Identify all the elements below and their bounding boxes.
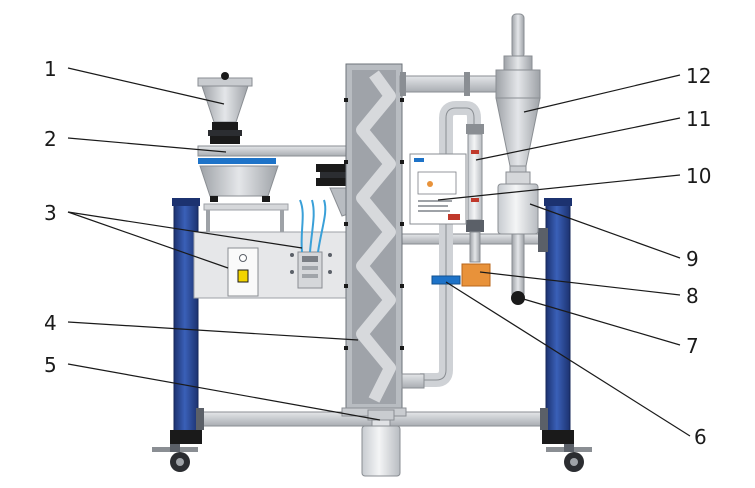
feeder-blue-strip [198, 158, 276, 164]
feeder-stand [203, 203, 289, 211]
callout-4: 4 [44, 311, 57, 335]
indicator-lamp [239, 254, 247, 262]
fines-bottle [497, 171, 539, 235]
clamp [196, 408, 204, 430]
right-leg-cap [544, 198, 572, 206]
right-leg [545, 199, 571, 433]
outlet-opening [511, 291, 525, 305]
left-caster [152, 444, 198, 472]
filter-element [461, 263, 491, 287]
cyclone [495, 13, 541, 175]
callout-8: 8 [686, 284, 699, 308]
clamp [540, 408, 548, 430]
callout-10: 10 [686, 164, 711, 188]
zigzag-classifier [341, 63, 407, 417]
main-switch [237, 269, 249, 283]
callout-5: 5 [44, 353, 57, 377]
vibrating-feeder [197, 145, 355, 232]
process-schematic-card [409, 153, 467, 225]
zigzag-channel [356, 70, 396, 403]
flowmeter-tube [467, 133, 483, 221]
control-panel [193, 199, 347, 299]
air-loop [401, 101, 491, 389]
air-hose [309, 199, 315, 253]
air-hose [317, 199, 327, 253]
panel-screw [328, 270, 332, 274]
left-leg-foot [170, 430, 202, 444]
callout-7: 7 [686, 334, 699, 358]
callout-6: 6 [694, 425, 707, 449]
right-caster [546, 444, 592, 472]
outlet-pipe [511, 233, 525, 305]
hopper-knob [221, 72, 229, 80]
collection-bottle [361, 409, 401, 477]
clamp [538, 228, 548, 252]
callout-11: 11 [686, 107, 711, 131]
top-duct [399, 72, 509, 96]
right-leg-foot [542, 430, 574, 444]
leader-lines [67, 67, 691, 437]
callout-labels: 1 2 3 4 5 6 7 8 9 10 11 12 [44, 57, 711, 449]
air-hose [299, 199, 304, 253]
panel-screw [328, 253, 332, 257]
callout-3: 3 [44, 201, 57, 225]
valve-ring [431, 275, 461, 285]
callout-9: 9 [686, 247, 699, 271]
callout-2: 2 [44, 127, 57, 151]
panel-screw [290, 253, 294, 257]
callout-12: 12 [686, 64, 711, 88]
left-leg-cap [172, 198, 200, 206]
callout-1: 1 [44, 57, 57, 81]
panel-screw [290, 270, 294, 274]
feed-hopper [197, 72, 253, 144]
